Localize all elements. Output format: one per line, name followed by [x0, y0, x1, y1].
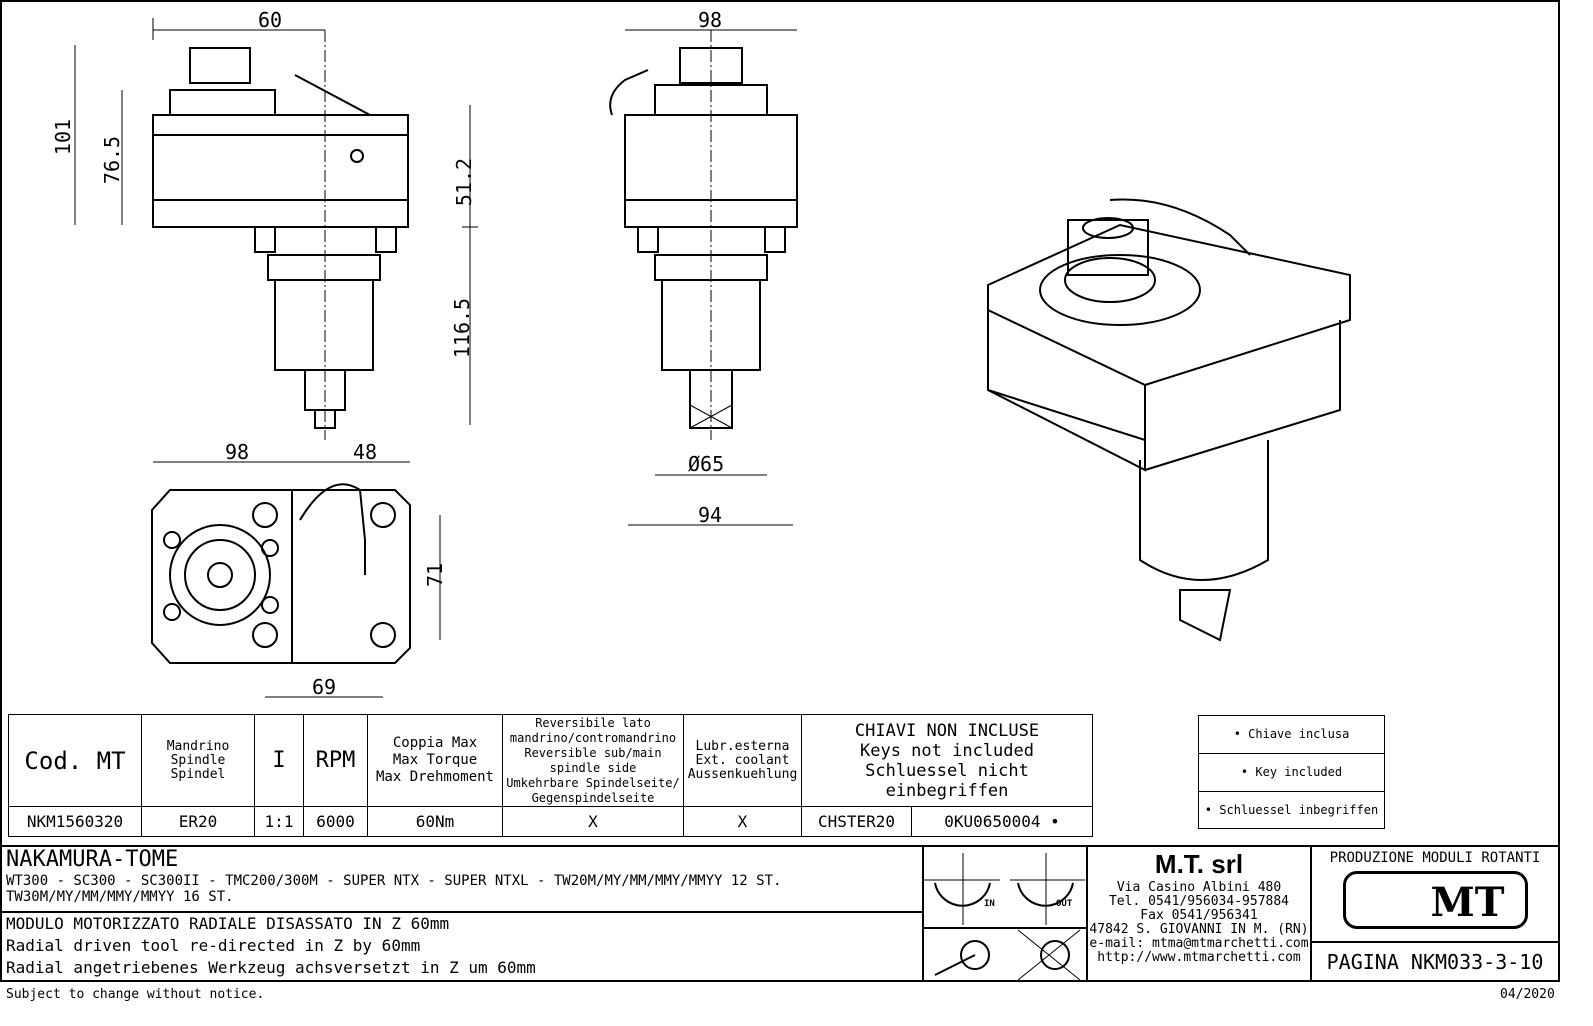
dim-top-width: 60: [258, 8, 283, 32]
header-torque-de: Max Drehmoment: [375, 769, 494, 785]
dim-side-base: 94: [698, 503, 723, 527]
header-rev-6: Gegenspindelseite: [531, 790, 655, 805]
company-name: M.T. srl: [1154, 849, 1244, 879]
dim-plan-offset: 48: [353, 440, 378, 464]
company-block: M.T. srl Via Casino Albini 480 Tel. 0541…: [1086, 845, 1312, 982]
legend-de: • Schluessel inbegriffen: [1204, 803, 1379, 817]
header-rev-5: Umkehrbare Spindelseite/: [506, 775, 680, 790]
dim-height-upper: 51.2: [452, 157, 477, 207]
company-website[interactable]: http://www.mtmarchetti.com: [1097, 950, 1301, 965]
company-fax: Fax 0541/956341: [1140, 908, 1258, 923]
header-torque-it: Coppia Max: [392, 735, 478, 751]
isometric-view: [987, 198, 1351, 642]
wrench-icon: [922, 927, 1088, 982]
header-keys-it: CHIAVI NON INCLUSE: [854, 720, 1040, 741]
dim-plan-bottom: 69: [312, 675, 337, 699]
header-coolant-it: Lubr.esterna: [695, 738, 790, 754]
header-coolant-en: Ext. coolant: [695, 752, 790, 768]
cell-key2: 0KU0650004 •: [911, 806, 1093, 837]
legend-it: • Chiave inclusa: [1199, 716, 1384, 754]
front-view: [74, 18, 478, 440]
cell-spindle: ER20: [141, 806, 255, 837]
description-block: MODULO MOTORIZZATO RADIALE DISASSATO IN …: [0, 911, 924, 982]
company-city: 47842 S. GIOVANNI IN M. (RN): [1089, 922, 1309, 937]
description-it: MODULO MOTORIZZATO RADIALE DISASSATO IN …: [6, 914, 450, 933]
description-en: Radial driven tool re-directed in Z by 6…: [6, 936, 421, 955]
dim-side-width: 98: [698, 8, 723, 32]
dim-plan-height: 71: [423, 562, 448, 588]
key-legend: • Chiave inclusa • Key included • Schlue…: [1198, 715, 1385, 829]
header-coolant-de: Aussenkuehlung: [687, 766, 798, 782]
header-spindle-de: Spindel: [170, 766, 226, 782]
brand-name: NAKAMURA-TOME: [6, 847, 179, 872]
footer-date: 04/2020: [1500, 987, 1555, 1002]
company-address: Via Casino Albini 480: [1116, 880, 1282, 895]
production-block: PRODUZIONE MODULI ROTANTI MT: [1310, 845, 1560, 943]
header-rev-4: spindle side: [549, 760, 637, 775]
models-line-1: WT300 - SC300 - SC300II - TMC200/300M - …: [6, 873, 782, 889]
cell-rpm: 6000: [303, 806, 368, 837]
cell-reversible: X: [502, 806, 684, 837]
header-code: Cod. MT: [8, 714, 142, 807]
dim-height-total: 101: [51, 118, 76, 156]
cell-torque: 60Nm: [367, 806, 503, 837]
company-email[interactable]: e-mail: mtma@mtmarchetti.com: [1089, 936, 1309, 951]
table-row: NKM1560320 ER20 1:1 6000 60Nm X X CHSTER…: [8, 806, 1093, 837]
rotation-symbols: [922, 853, 1085, 981]
rotation-out-label: OUT: [1056, 899, 1073, 909]
header-rev-1: Reversibile lato: [535, 715, 651, 730]
production-label: PRODUZIONE MODULI ROTANTI: [1329, 850, 1541, 866]
header-keys-de: Schluessel nicht einbegriffen: [865, 760, 1029, 801]
rotation-in-label: IN: [984, 899, 995, 909]
plan-view: [151, 461, 441, 698]
dim-height-body: 76.5: [100, 135, 125, 185]
cell-coolant: X: [683, 806, 802, 837]
side-view: [609, 29, 798, 526]
rotation-block: IN OUT: [922, 845, 1088, 929]
company-tel: Tel. 0541/956034-957884: [1108, 894, 1289, 909]
header-spindle-it: Mandrino: [166, 738, 230, 754]
cell-key1: CHSTER20: [801, 806, 912, 837]
header-ratio: I: [254, 714, 304, 807]
header-rpm: RPM: [303, 714, 368, 807]
dim-height-lower: 116.5: [450, 297, 475, 359]
header-keys-en: Keys not included: [860, 740, 1034, 761]
dim-diameter: Ø65: [688, 452, 725, 476]
dim-plan-width: 98: [225, 440, 250, 464]
header-spindle-en: Spindle: [170, 752, 226, 768]
footer-notice: Subject to change without notice.: [6, 987, 265, 1002]
page-number: PAGINA NKM033-3-10: [1310, 941, 1560, 982]
models-block: NAKAMURA-TOME WT300 - SC300 - SC300II - …: [0, 845, 924, 913]
header-torque-en: Max Torque: [392, 752, 478, 768]
description-de: Radial angetriebenes Werkzeug achsverset…: [6, 958, 536, 977]
header-rev-3: Reversible sub/main: [524, 745, 662, 760]
cell-ratio: 1:1: [254, 806, 304, 837]
cell-code: NKM1560320: [8, 806, 142, 837]
header-rev-2: mandrino/contromandrino: [509, 730, 677, 745]
models-line-2: TW30M/MY/MM/MMY/MMYY 16 ST.: [6, 889, 234, 905]
legend-en: • Key included: [1199, 754, 1384, 792]
mt-logo: MT: [1342, 871, 1528, 929]
